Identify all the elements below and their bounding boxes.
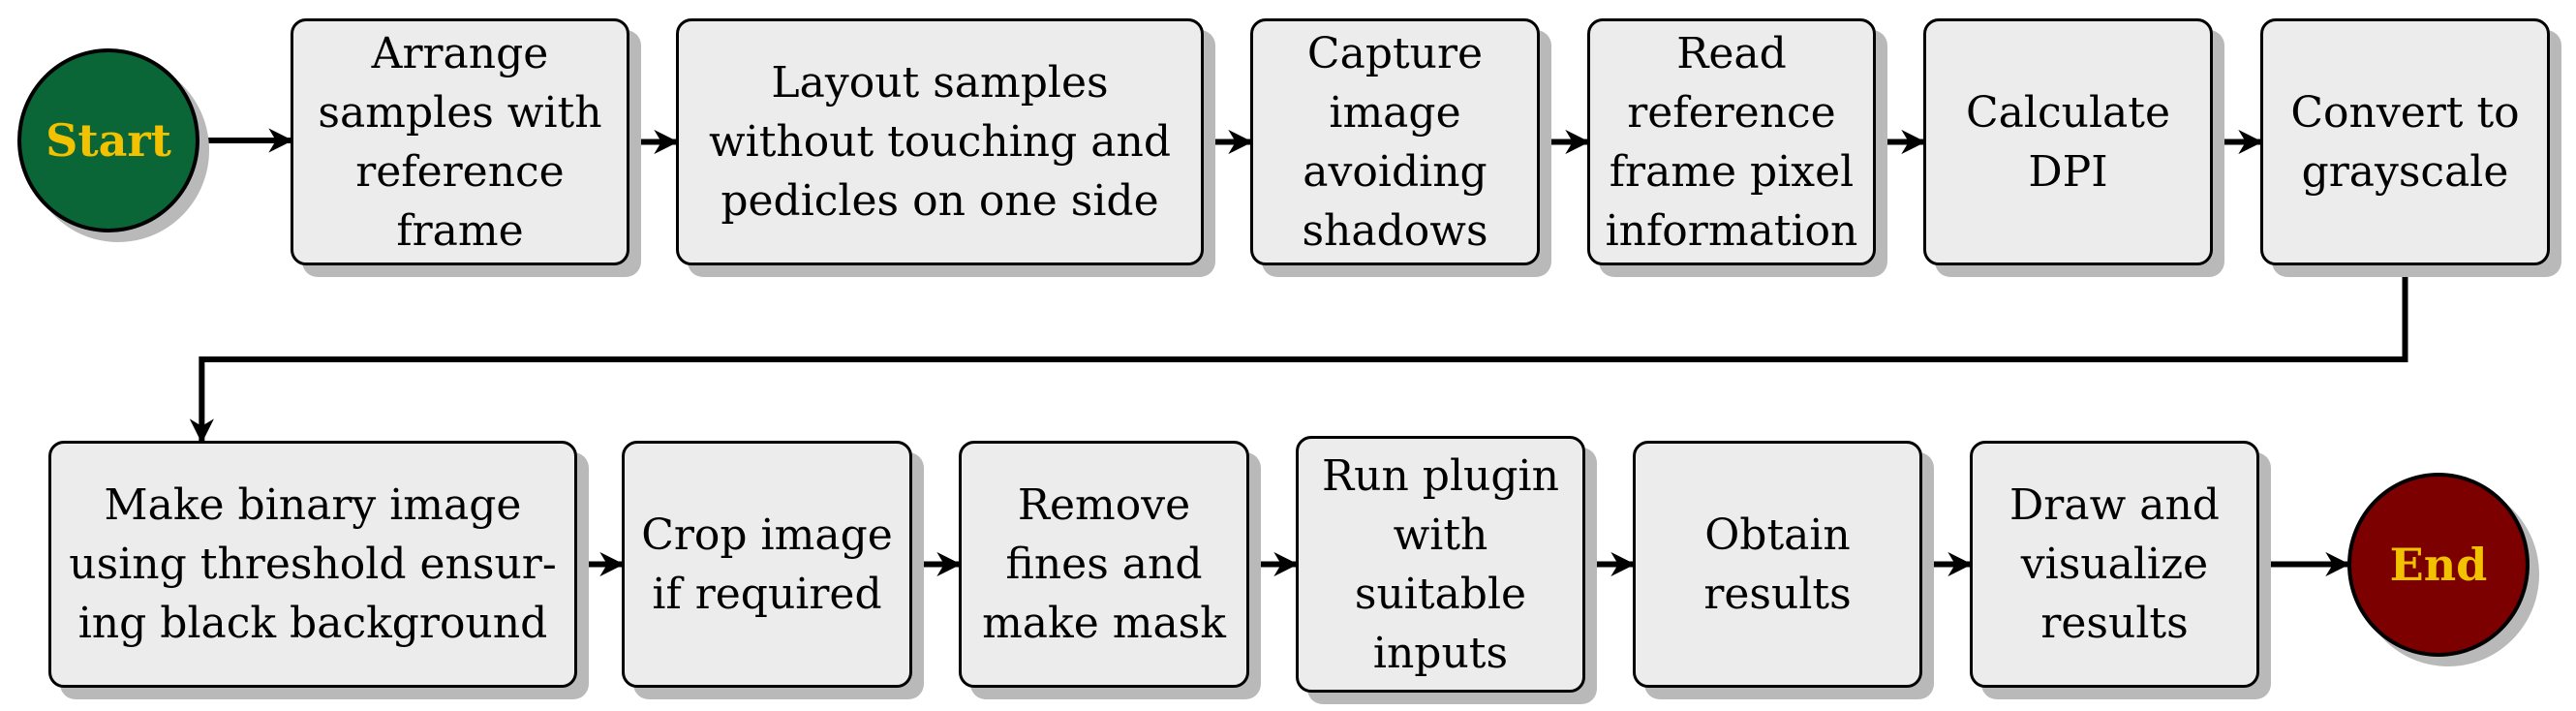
node-crop-image: Crop image if required [622,441,912,688]
node-make-binary: Make binary image using threshold ensur-… [48,441,577,688]
node-layout-samples: Layout samples without touching and pedi… [676,18,1204,265]
node-end: End [2347,473,2530,657]
node-calculate-dpi: Calculate DPI [1923,18,2213,265]
node-read-reference: Read reference frame pixel information [1587,18,1876,265]
node-remove-fines: Remove fines and make mask [959,441,1249,688]
edge-gray-to-binary [189,265,2408,444]
node-obtain-results: Obtain results [1633,441,1922,688]
node-capture-image: Capture image avoiding shadows [1250,18,1540,265]
node-run-plugin: Run plugin with suitable inputs [1296,436,1585,693]
node-draw-visualize: Draw and visualize results [1970,441,2259,688]
node-start: Start [17,48,199,232]
node-convert-grayscale: Convert to grayscale [2260,18,2550,265]
node-arrange-samples: Arrange samples with reference frame [291,18,629,265]
